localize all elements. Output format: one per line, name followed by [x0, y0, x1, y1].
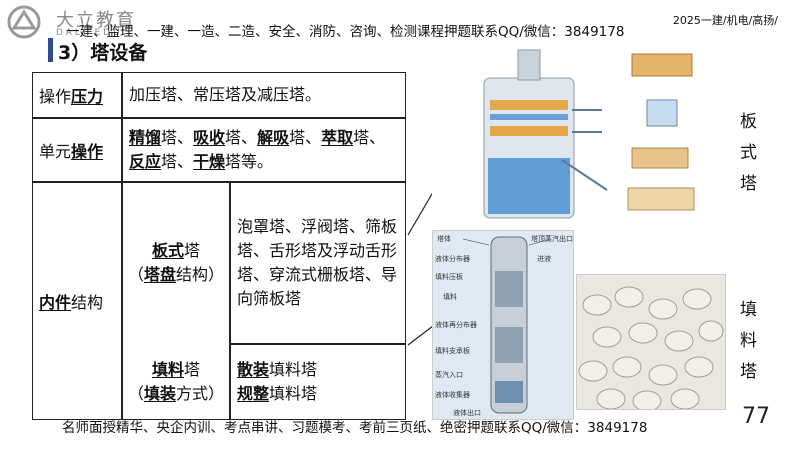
plate-tower-types: 泡罩塔、浮阀塔、筛板塔、舌形塔及浮动舌形塔、穿流式栅板塔、导向筛板塔	[237, 217, 398, 308]
label-liquid-in: 进液	[537, 254, 551, 263]
section-title: 3）塔设备	[58, 42, 148, 64]
row-label-internal-structure: 内件结构	[39, 293, 104, 312]
label-packing: 填料	[443, 292, 457, 301]
packing-photo	[576, 274, 726, 410]
row-value-unit-operation: 精馏塔、吸收塔、解吸塔、萃取塔、 反应塔、干燥塔等。	[129, 128, 386, 171]
label-top-outlet: 塔顶蒸汽出口	[531, 234, 573, 243]
label-liquid-distributor: 液体分布器	[435, 254, 470, 263]
table-divider	[33, 117, 405, 119]
table-divider	[33, 181, 405, 183]
packed-tower-types: 散装填料塔 规整填料塔	[237, 360, 318, 403]
plate-tower-illustration	[432, 40, 722, 222]
label-liquid-outlet: 液体出口	[453, 408, 481, 417]
logo-icon	[7, 5, 41, 39]
logo-text: 大立教育	[56, 10, 136, 31]
label-vapor-inlet: 蒸汽入口	[435, 370, 463, 379]
title-accent-bar	[48, 38, 53, 62]
label-redistributor: 液体再分布器	[435, 320, 477, 329]
side-label-packed-tower: 填料塔	[736, 300, 756, 393]
table-divider	[229, 181, 231, 419]
packed-tower-diagram: 塔体 塔顶蒸汽出口 液体分布器 进液 填料压板 填料 液体再分布器 填料支承板 …	[432, 230, 574, 420]
table-divider	[229, 343, 405, 345]
label-tower-body: 塔体	[437, 234, 451, 243]
page-number: 77	[742, 404, 770, 429]
label-support-plate: 填料支承板	[435, 346, 470, 355]
row-label-pressure: 操作压力	[39, 87, 104, 106]
plate-tower-name: 板式塔 （塔盘结构）	[127, 241, 225, 284]
side-label-plate-tower: 板式塔	[736, 112, 756, 205]
packed-tower-name: 填料塔 （填装方式）	[127, 360, 225, 403]
top-banner: 一建、监理、一建、一造、二造、安全、消防、咨询、检测课程押题联系QQ/微信：38…	[66, 24, 625, 40]
row-value-pressure: 加压塔、常压塔及减压塔。	[129, 85, 322, 104]
course-tag: 2025一建/机电/高扬/	[672, 14, 778, 27]
row-label-unit-operation: 单元操作	[39, 142, 104, 161]
label-hold-down-plate: 填料压板	[435, 272, 463, 281]
logo: 大立教育 DALI EDU	[4, 4, 144, 40]
footer-banner: 名师面授精华、央企内训、考点串讲、习题模考、考前三页纸、绝密押题联系QQ/微信：…	[62, 420, 648, 436]
logo-subtext: DALI EDU	[56, 28, 123, 38]
table-divider	[121, 73, 123, 419]
label-liquid-collector: 液体收集器	[435, 390, 470, 399]
tower-classification-table: 操作压力 加压塔、常压塔及减压塔。 单元操作 精馏塔、吸收塔、解吸塔、萃取塔、 …	[32, 72, 406, 420]
